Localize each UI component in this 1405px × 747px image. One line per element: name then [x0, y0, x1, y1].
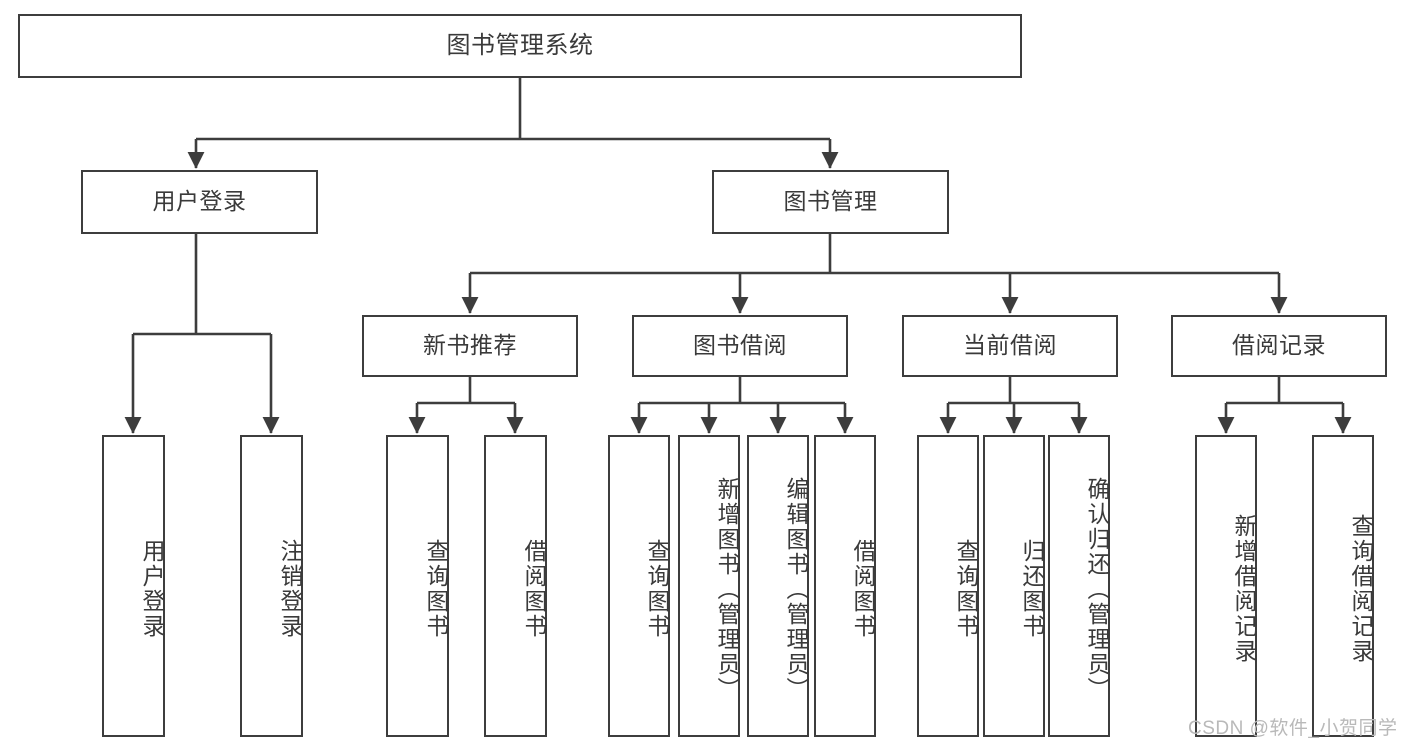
node-leaf-logout[interactable]: 注销登录 — [240, 435, 303, 737]
node-current-borrow[interactable]: 当前借阅 — [902, 315, 1118, 377]
node-leaf-return-book-label: 归还图书 — [1019, 539, 1045, 639]
node-user-login-label: 用户登录 — [152, 188, 247, 215]
node-leaf-add-book-label: 新增图书（管理员） — [714, 476, 740, 702]
node-leaf-borrow-book-2[interactable]: 借阅图书 — [814, 435, 876, 737]
node-leaf-borrow-book-1-label: 借阅图书 — [521, 539, 547, 639]
node-new-book-recommend-label: 新书推荐 — [423, 332, 517, 359]
node-leaf-borrow-book-2-label: 借阅图书 — [850, 539, 876, 639]
node-leaf-query-book-3[interactable]: 查询图书 — [917, 435, 979, 737]
node-borrow-record-label: 借阅记录 — [1232, 332, 1326, 359]
node-root[interactable]: 图书管理系统 — [18, 14, 1022, 78]
node-leaf-query-book-3-label: 查询图书 — [953, 539, 979, 639]
node-leaf-query-record[interactable]: 查询借阅记录 — [1312, 435, 1374, 737]
node-leaf-query-book-2-label: 查询图书 — [644, 539, 670, 639]
node-leaf-logout-label: 注销登录 — [277, 539, 303, 639]
node-user-login[interactable]: 用户登录 — [81, 170, 318, 234]
node-borrow-record[interactable]: 借阅记录 — [1171, 315, 1387, 377]
node-leaf-return-book[interactable]: 归还图书 — [983, 435, 1045, 737]
node-root-label: 图书管理系统 — [446, 31, 594, 59]
node-leaf-query-book-1-label: 查询图书 — [423, 539, 449, 639]
node-new-book-recommend[interactable]: 新书推荐 — [362, 315, 578, 377]
node-leaf-edit-book[interactable]: 编辑图书（管理员） — [747, 435, 809, 737]
node-book-management-label: 图书管理 — [783, 188, 878, 215]
node-leaf-add-book[interactable]: 新增图书（管理员） — [678, 435, 740, 737]
node-leaf-query-book-1[interactable]: 查询图书 — [386, 435, 449, 737]
node-leaf-edit-book-label: 编辑图书（管理员） — [783, 476, 809, 702]
node-leaf-add-record[interactable]: 新增借阅记录 — [1195, 435, 1257, 737]
node-leaf-query-book-2[interactable]: 查询图书 — [608, 435, 670, 737]
node-leaf-borrow-book-1[interactable]: 借阅图书 — [484, 435, 547, 737]
node-book-borrow-label: 图书借阅 — [693, 332, 787, 359]
node-leaf-confirm-return[interactable]: 确认归还（管理员） — [1048, 435, 1110, 737]
node-current-borrow-label: 当前借阅 — [963, 332, 1057, 359]
node-leaf-query-record-label: 查询借阅记录 — [1348, 514, 1374, 664]
node-leaf-confirm-return-label: 确认归还（管理员） — [1084, 476, 1110, 702]
node-leaf-user-login-label: 用户登录 — [139, 539, 165, 639]
node-leaf-user-login[interactable]: 用户登录 — [102, 435, 165, 737]
node-book-borrow[interactable]: 图书借阅 — [632, 315, 848, 377]
node-book-management[interactable]: 图书管理 — [712, 170, 949, 234]
node-leaf-add-record-label: 新增借阅记录 — [1231, 514, 1257, 664]
